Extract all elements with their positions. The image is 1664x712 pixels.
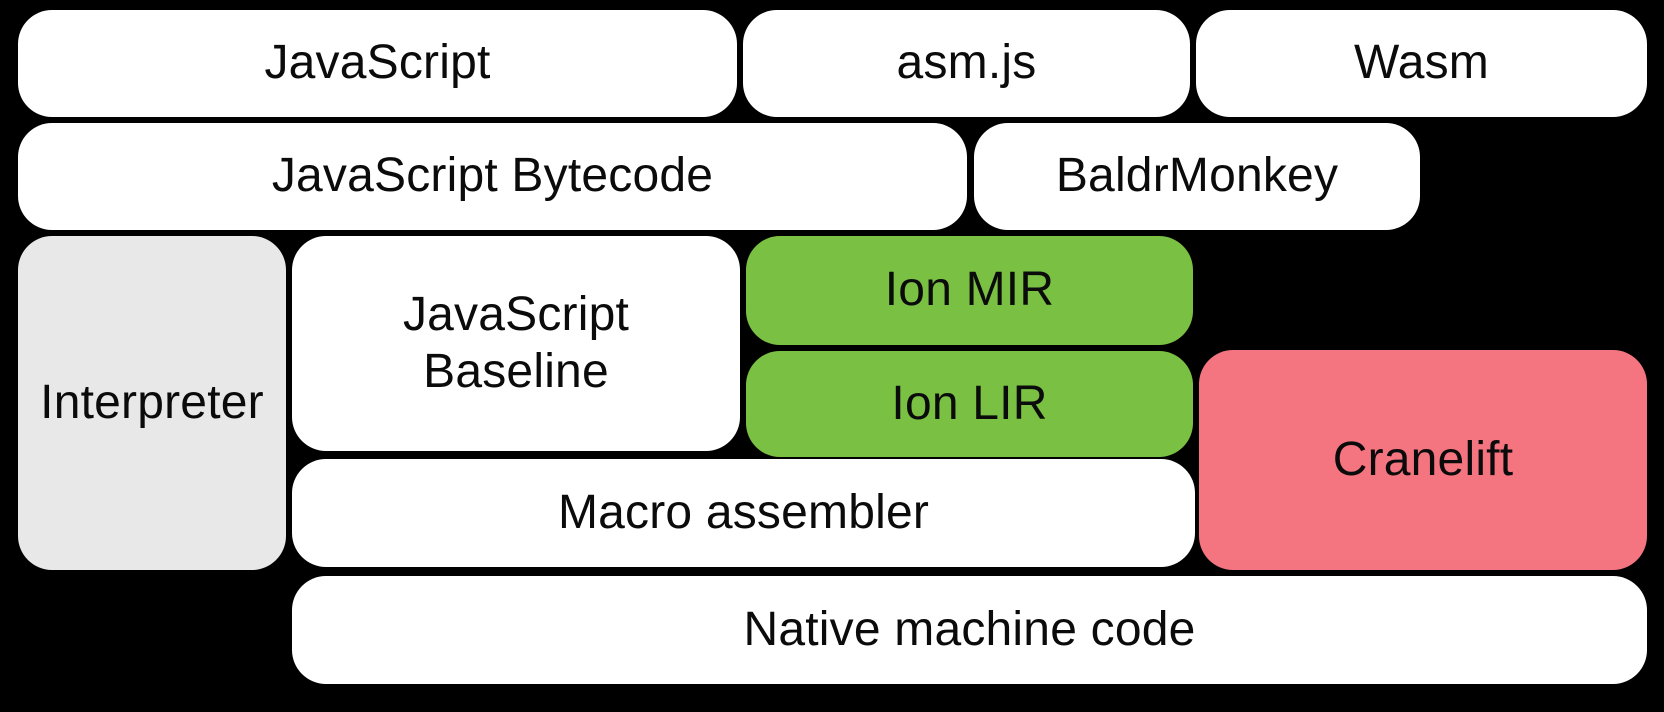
block-baldrmonkey: BaldrMonkey <box>974 123 1420 230</box>
block-macro-assembler-label: Macro assembler <box>557 485 930 539</box>
block-javascript-label: JavaScript <box>264 36 491 90</box>
block-ion-mir: Ion MIR <box>746 236 1193 345</box>
block-wasm-label: Wasm <box>1353 36 1489 90</box>
block-ion-mir-label: Ion MIR <box>884 263 1055 317</box>
block-javascript-baseline: JavaScript Baseline <box>292 236 740 451</box>
block-javascript-bytecode: JavaScript Bytecode <box>18 123 967 230</box>
block-ion-lir: Ion LIR <box>746 351 1193 457</box>
block-interpreter-label: Interpreter <box>40 375 264 429</box>
block-wasm: Wasm <box>1196 10 1647 117</box>
block-native-machine-code-label: Native machine code <box>743 602 1196 656</box>
block-baldrmonkey-label: BaldrMonkey <box>1055 149 1339 203</box>
block-interpreter: Interpreter <box>18 236 286 570</box>
block-javascript-bytecode-label: JavaScript Bytecode <box>271 149 714 203</box>
block-asmjs: asm.js <box>743 10 1190 117</box>
block-cranelift: Cranelift <box>1199 350 1647 570</box>
block-native-machine-code: Native machine code <box>292 576 1647 684</box>
block-asmjs-label: asm.js <box>896 36 1037 90</box>
block-macro-assembler: Macro assembler <box>292 459 1195 567</box>
block-ion-lir-label: Ion LIR <box>891 376 1048 430</box>
block-cranelift-label: Cranelift <box>1332 432 1514 486</box>
block-javascript: JavaScript <box>18 10 737 117</box>
block-javascript-baseline-label: JavaScript Baseline <box>402 288 630 398</box>
